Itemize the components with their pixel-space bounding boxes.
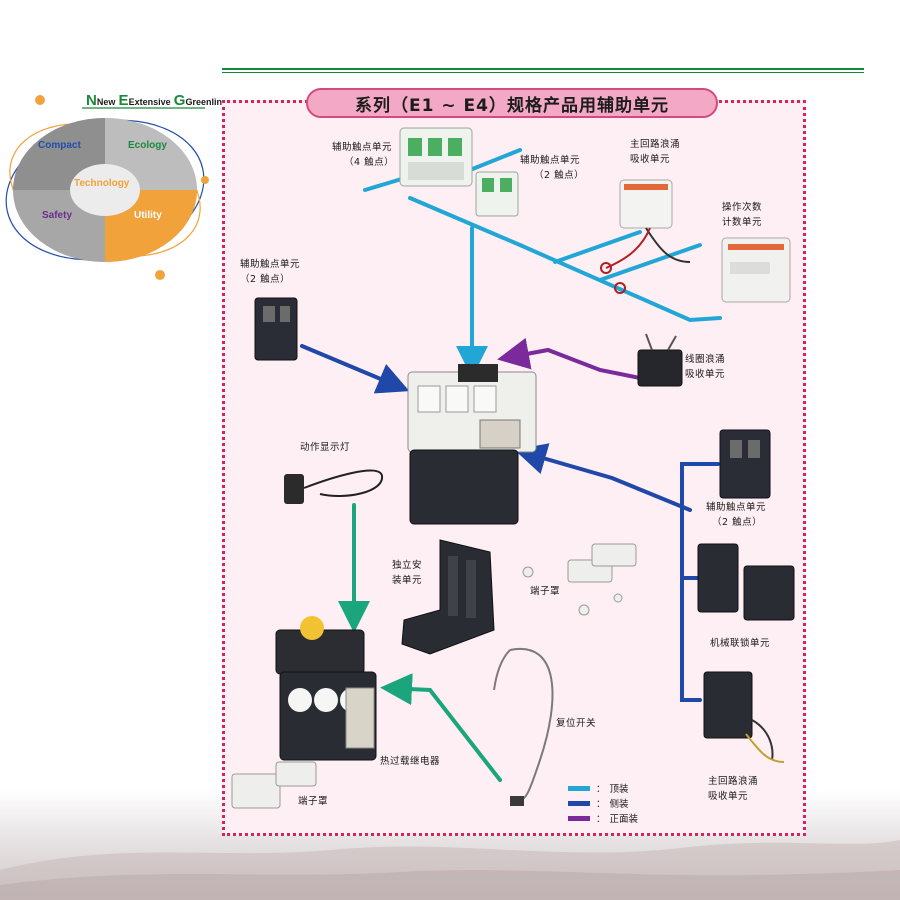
logo-word-greenline: Greenline (185, 97, 227, 107)
label-aux-contact-4: 辅助触点单元（4 触点） (332, 142, 395, 168)
legend-side-mount: ：侧装 (568, 796, 629, 810)
label-coil-surge: 线圈浪涌吸收单元 (685, 354, 726, 380)
main-surge-unit-bottom-shape (703, 671, 785, 763)
reset-switch-shape (493, 647, 554, 806)
coil-surge-unit-shape (637, 333, 683, 387)
logo-segment-safety: Safety (42, 210, 73, 221)
front-mount-lines (497, 337, 642, 380)
diagram-title: 系列（E1 ~ E4）规格产品用辅助单元 (306, 88, 718, 118)
indicator-lamp-shape (284, 469, 383, 504)
label-operation-counter: 操作次数计数单元 (722, 202, 763, 228)
label-aux-contact-2-right: 辅助触点单元（2 触点） (706, 502, 767, 528)
aux-contact-2-right-shape (719, 429, 771, 499)
logo-segment-technology: Technology (74, 178, 130, 189)
terminal-cover-bottom-shape (231, 761, 317, 809)
logo-tagline: NNew EExtensive GGreenline (86, 92, 227, 109)
label-thermal-relay: 热过载继电器 (380, 756, 441, 767)
aux-contact-2-top-shape (475, 171, 519, 217)
label-terminal-cover-mid: 端子罩 (530, 586, 561, 597)
logo-word-new: New (96, 97, 116, 107)
logo-segment-utility: Utility (134, 210, 162, 221)
header-rule (222, 68, 864, 74)
logo-segment-compact: Compact (38, 140, 81, 151)
greenline-logo (5, 95, 209, 280)
legend-front-mount: ：正面装 (568, 811, 638, 825)
label-aux-contact-2-top: 辅助触点单元（2 触点） (520, 155, 585, 181)
label-main-surge-top: 主回路浪涌吸收单元 (630, 139, 681, 165)
label-reset-switch: 复位开关 (556, 718, 597, 729)
aux-contact-4-unit-shape (399, 127, 473, 187)
thermal-overload-relay-shape (275, 616, 377, 761)
label-main-surge-bottom: 主回路浪涌吸收单元 (708, 776, 759, 802)
logo-word-extensive: Extensive (128, 97, 171, 107)
label-mechanical-interlock: 机械联锁单元 (710, 638, 771, 649)
logo-segment-ecology: Ecology (128, 140, 167, 151)
independent-mount-unit-shape (401, 539, 495, 655)
side-mount-lines (300, 344, 720, 702)
main-surge-unit-top-shape (600, 179, 691, 294)
bottom-hills-decoration (0, 840, 900, 900)
aux-contact-2-left-shape (254, 297, 298, 361)
mechanical-interlock-shape (697, 543, 795, 621)
operation-counter-shape (721, 237, 791, 303)
label-terminal-cover-bottom: 端子罩 (298, 796, 329, 807)
legend-top-mount: ：顶装 (568, 781, 629, 795)
main-contactor-shape (407, 364, 537, 525)
relay-link-lines (338, 503, 502, 782)
label-indicator-lamp: 动作显示灯 (300, 442, 351, 453)
terminal-cover-mid-shape (522, 543, 637, 616)
label-aux-contact-2-left: 辅助触点单元（2 触点） (240, 259, 301, 285)
label-independent-mount: 独立安装单元 (392, 560, 423, 586)
